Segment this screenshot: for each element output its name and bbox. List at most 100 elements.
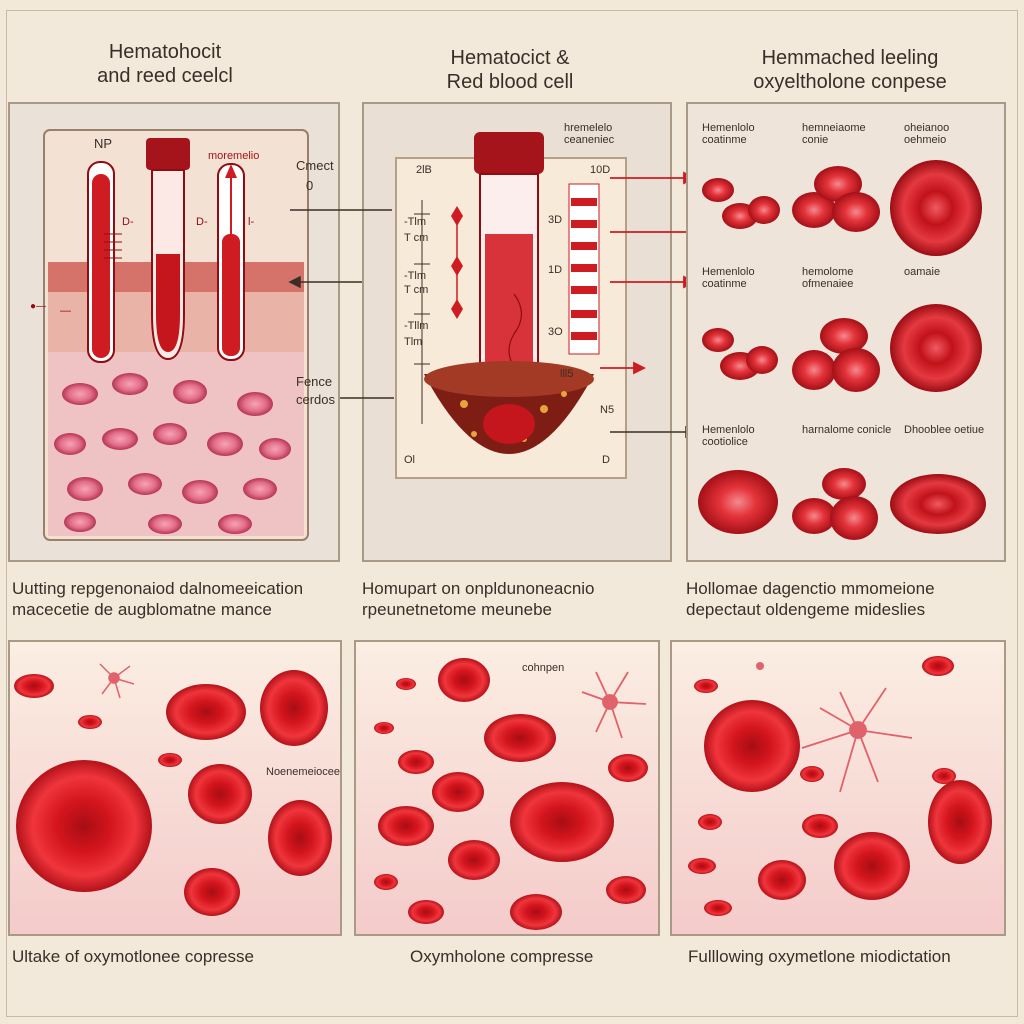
red-blood-cell xyxy=(374,722,394,734)
row-caption-middle-2: rpeunetnetome meunebe xyxy=(362,600,552,619)
scale-bottom-mark-2: N5 xyxy=(600,404,615,416)
title-left-line-1: Hematohocit xyxy=(108,41,222,63)
red-blood-cell xyxy=(432,772,484,812)
red-blood-cell xyxy=(378,806,434,846)
red-blood-cell xyxy=(207,432,243,456)
grid-label-r1c2: hemneiaome conie xyxy=(802,122,866,146)
red-blood-cell xyxy=(758,860,806,900)
red-blood-cell xyxy=(16,760,152,892)
red-blood-cell xyxy=(259,438,291,460)
tube-d-label-3: l- xyxy=(248,216,255,228)
scale-right-tick-2: 1D xyxy=(548,264,563,276)
callout-upper-line-1: Cmect xyxy=(296,158,334,173)
red-blood-cell xyxy=(484,714,556,762)
red-blood-cell xyxy=(237,392,273,416)
middle-panel-illustration xyxy=(395,132,627,479)
red-blood-cell xyxy=(166,684,246,740)
red-blood-cell xyxy=(932,768,956,784)
row-caption-middle: Homupart on onpldunoneacnio rpeunetnetom… xyxy=(362,578,672,620)
red-blood-cell xyxy=(748,196,780,224)
title-left: Hematohocit and reed ceelcl xyxy=(40,40,290,88)
bottom-left-label: Noenemeiocee xyxy=(266,766,340,778)
red-blood-cell xyxy=(928,780,992,864)
red-blood-cell xyxy=(510,894,562,930)
row-caption-left-1: Uutting repgenonaiod dalnomeeication xyxy=(12,579,304,598)
scale-left-top: 2lB xyxy=(416,164,432,176)
bottom-panel-left: Noenemeiocee xyxy=(8,640,342,936)
red-blood-cell xyxy=(158,753,182,767)
grid-label-r2c1: Hemenlolo coatinme xyxy=(702,266,755,290)
callout-upper-line-2: 0 xyxy=(306,178,314,193)
grid-label-r1c3: oheianoo oehmeio xyxy=(904,122,950,146)
nerve-cell-icon xyxy=(99,663,135,699)
callout-lower-line-2: cerdos xyxy=(296,392,336,407)
red-blood-cell xyxy=(922,656,954,676)
red-blood-cell xyxy=(830,496,878,540)
red-blood-cell xyxy=(608,754,648,782)
red-blood-cell xyxy=(510,782,614,862)
bottom-panel-right xyxy=(670,640,1006,936)
scale-bottom-left: Ol xyxy=(404,454,415,466)
red-blood-cell xyxy=(448,840,500,880)
tube-left xyxy=(87,161,122,363)
red-blood-cell xyxy=(704,700,800,792)
scale-bottom-mark: lll5 xyxy=(560,368,574,380)
scale-left-tick-2: T cm xyxy=(404,232,429,244)
red-blood-cell xyxy=(702,178,734,202)
row-caption-middle-1: Homupart on onpldunoneacnio xyxy=(362,579,595,598)
title-middle-line-2: Red blood cell xyxy=(446,71,574,93)
red-blood-cell xyxy=(792,350,836,390)
red-blood-cell xyxy=(746,346,778,374)
row-caption-left-2: macecetie de augblomatne mance xyxy=(12,600,272,619)
scale-right-top: 10D xyxy=(590,164,611,176)
grid-label-r3c3: Dhooblee oetiue xyxy=(904,424,985,436)
bottom-middle-label: cohnpen xyxy=(522,662,565,674)
red-blood-cell xyxy=(67,477,103,501)
nerve-cell-icon xyxy=(801,687,913,793)
title-middle: Hematocict & Red blood cell xyxy=(380,46,640,94)
tube-d-label-1: D- xyxy=(122,216,134,228)
red-blood-cell xyxy=(14,674,54,698)
scale-right-tick-3: 3O xyxy=(548,326,563,338)
bottom-middle-cells xyxy=(374,658,648,930)
red-blood-cell xyxy=(78,715,102,729)
title-left-line-2: and reed ceelcl xyxy=(97,65,233,87)
red-blood-cell xyxy=(792,192,836,228)
middle-hematocrit-panel: 2lB 10D -Tlm T cm -Tlm T cm -Tllm Tlm 3D… xyxy=(362,102,672,562)
red-blood-cell xyxy=(396,678,416,690)
title-right-line-2: oxyeltholone conpese xyxy=(753,71,947,93)
right-cell-grid: Hemenlolo coatinme hemneiaome conie ohei… xyxy=(686,102,1006,562)
red-blood-cell xyxy=(702,328,734,352)
svg-text:—: — xyxy=(60,305,71,317)
red-blood-cell xyxy=(153,423,187,445)
red-blood-cell xyxy=(112,373,148,395)
red-blood-cell xyxy=(688,858,716,874)
red-blood-cell xyxy=(128,473,162,495)
red-blood-cell xyxy=(408,900,444,924)
red-blood-cell xyxy=(54,433,86,455)
left-panel-illustration: — ●— xyxy=(30,129,309,541)
red-blood-cell xyxy=(704,900,732,916)
right-grid-cells xyxy=(698,160,986,540)
callout-lower-line-1: Fence xyxy=(296,374,333,389)
left-panel-cells xyxy=(54,373,291,534)
row-caption-right-1: Hollomae dagenctio mmomeione xyxy=(686,579,935,598)
top-note-line-2: ceaneniec xyxy=(564,134,615,146)
red-blood-cell xyxy=(890,474,986,534)
tube-arrow-label: moremelio xyxy=(208,150,260,162)
page-frame xyxy=(6,10,1018,1017)
svg-text:●—: ●— xyxy=(30,301,46,312)
scale-left-tick-6: Tlm xyxy=(404,336,423,348)
red-blood-cell xyxy=(834,832,910,900)
np-label: NP xyxy=(94,136,113,151)
row-caption-right-2: depectaut oldengeme mideslies xyxy=(686,600,926,619)
row-caption-left: Uutting repgenonaiod dalnomeeication mac… xyxy=(12,578,352,620)
red-blood-cell xyxy=(802,814,838,838)
red-blood-cell xyxy=(792,498,836,534)
scale-left-tick-5: -Tllm xyxy=(404,320,429,332)
red-blood-cell xyxy=(832,348,880,392)
red-blood-cell xyxy=(268,800,332,876)
scale-left-tick-4: T cm xyxy=(404,284,429,296)
tube-right xyxy=(217,163,245,361)
tube-cap xyxy=(474,132,544,174)
